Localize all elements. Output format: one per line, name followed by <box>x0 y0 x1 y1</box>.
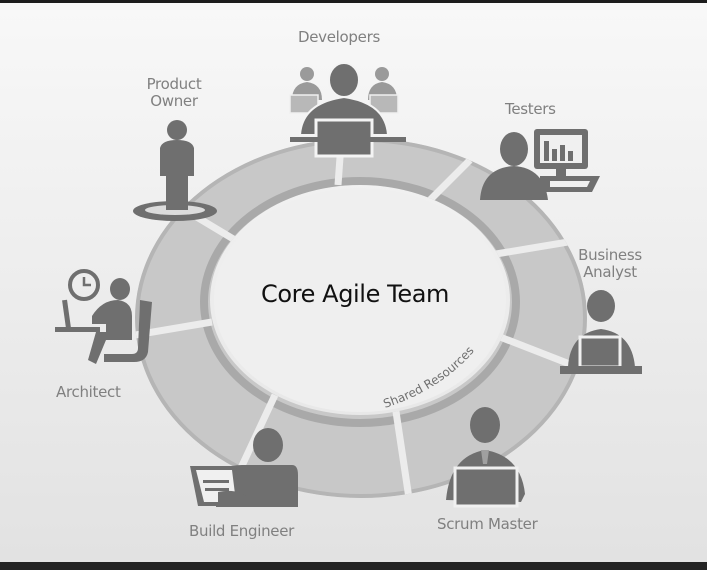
ring-diagram: Shared Resources <box>55 62 642 508</box>
core-agile-team-title: Core Agile Team <box>261 280 449 308</box>
engineer-document-icon <box>190 428 298 507</box>
business-analyst-label-line2: Analyst <box>583 263 637 281</box>
testers-label: Testers <box>505 100 556 118</box>
diagram-canvas: Shared Resources <box>0 3 707 562</box>
product-owner-label: Product Owner <box>140 76 208 110</box>
product-owner-label-line1: Product <box>146 75 202 93</box>
business-analyst-label: Business Analyst <box>574 247 646 281</box>
business-analyst-label-line1: Business <box>578 246 642 264</box>
segment-gap <box>427 157 473 203</box>
segment-gap <box>391 404 414 498</box>
architect-desk-clock-icon <box>55 269 152 364</box>
build-engineer-label: Build Engineer <box>189 522 295 540</box>
developers-label: Developers <box>298 28 380 46</box>
analyst-laptop-icon <box>560 290 642 374</box>
ring-center <box>214 188 506 412</box>
top-frame-bar <box>0 0 707 3</box>
product-owner-pedestal-icon <box>133 120 217 221</box>
bottom-frame-bar <box>0 562 707 570</box>
product-owner-label-line2: Owner <box>150 92 198 110</box>
segment-gap <box>489 236 581 259</box>
tester-with-chart-monitor-icon <box>480 129 600 200</box>
developers-team-icon <box>289 62 406 158</box>
scrum-master-laptop-icon <box>446 407 525 508</box>
scrum-master-label: Scrum Master <box>437 515 538 533</box>
segment-gap <box>236 393 279 472</box>
architect-label: Architect <box>56 383 121 401</box>
